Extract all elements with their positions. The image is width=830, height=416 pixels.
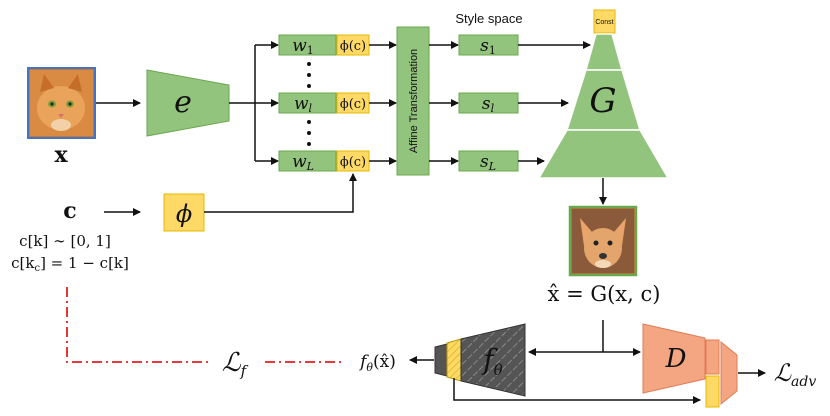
phi-box [163,193,205,232]
generator-block [537,33,670,179]
phi-c-label-1: ϕ(c) [340,39,366,54]
f-theta-network [434,323,526,397]
c-vector-label: c [63,198,76,224]
arrows-style-to-generator [518,41,591,165]
arrow-feature-to-disc-input [453,378,701,404]
sL-label: sL [480,152,496,173]
input-cat-image [27,67,96,139]
w1-box [278,34,337,56]
ellipsis-dots [307,62,311,146]
const-label: Const [595,19,613,26]
s1-label: s1 [480,36,496,57]
affine-transformation-block [396,26,430,176]
arrow-phi-to-phic [204,173,357,213]
discriminator-block [642,323,706,394]
generator-label: G [589,81,616,121]
c-distribution-label: c[k] ∼ [0, 1] [19,232,111,250]
arrows-affine-to-style [429,41,459,165]
output-xhat-image [568,205,638,277]
style-space-label: Style space [455,11,522,26]
wl-label: wl [294,94,313,115]
discriminator-condition-box [705,375,720,408]
discriminator-label: D [665,344,687,374]
const-box [593,9,616,34]
encoder-block [146,69,230,137]
affine-transformation-label: Affine Transformation [408,49,420,153]
discriminator-feature-box [705,339,720,375]
phi-label: ϕ [176,200,192,228]
wL-box [278,150,337,172]
arrows-into-affine [369,41,397,165]
loss-adv-label: ℒadv [774,359,817,390]
f-theta-output-label: fθ(x̂) [358,352,396,374]
phi-c-label-l: ϕ(c) [340,97,366,112]
wL-label: wL [292,152,314,173]
encoder-label: e [174,85,192,120]
encoder-fanout-arrows [229,41,279,165]
xhat-equation-label: x̂ = G(x, c) [548,282,661,306]
sl-label: sl [482,94,495,115]
c-flip-label: c[kc] = 1 − c[k] [11,254,129,274]
loss-f-label: ℒf [222,348,249,380]
w1-label: w1 [292,36,314,57]
phi-c-label-L: ϕ(c) [340,155,366,170]
loss-f-dashed-left [66,287,208,363]
discriminator-head [720,340,738,406]
wl-box [278,92,337,114]
input-x-label: x [54,142,68,168]
